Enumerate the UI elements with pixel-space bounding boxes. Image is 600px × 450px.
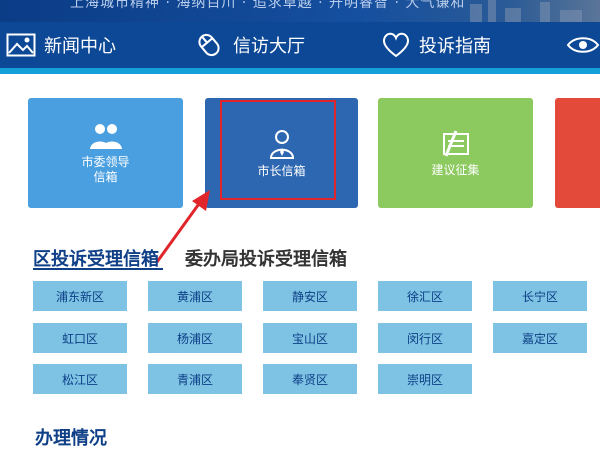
district-button-baoshan[interactable]: 宝山区 bbox=[263, 323, 357, 353]
district-button-minhang[interactable]: 闵行区 bbox=[378, 323, 472, 353]
district-button-yangpu[interactable]: 杨浦区 bbox=[148, 323, 242, 353]
header-slogan: 上海城市精神 · 海纳百川 · 追求卓越 · 开明睿智 · 大气谦和 bbox=[70, 0, 466, 11]
nav-item-label: 投诉指南 bbox=[419, 36, 491, 57]
header-banner: 上海城市精神 · 海纳百川 · 追求卓越 · 开明睿智 · 大气谦和 bbox=[0, 0, 600, 22]
skyline-building bbox=[540, 2, 550, 22]
district-button-changning[interactable]: 长宁区 bbox=[493, 281, 587, 311]
eye-icon bbox=[566, 37, 600, 53]
district-button-qingpu[interactable]: 青浦区 bbox=[148, 364, 242, 394]
tile-leaders-mailbox[interactable]: 市委领导 信箱 bbox=[28, 98, 183, 208]
tile-label: 市长信箱 bbox=[257, 163, 306, 178]
tile-suggestion-collection[interactable]: 建议征集 bbox=[378, 98, 533, 208]
tile-mayor-mailbox[interactable]: 市长信箱 bbox=[205, 98, 358, 208]
skyline-building bbox=[470, 4, 482, 22]
district-button-songjiang[interactable]: 松江区 bbox=[33, 364, 127, 394]
skyline-building bbox=[560, 10, 582, 22]
district-button-huangpu[interactable]: 黄浦区 bbox=[148, 281, 242, 311]
district-button-fengxian[interactable]: 奉贤区 bbox=[263, 364, 357, 394]
heart-icon bbox=[382, 32, 410, 58]
mayor-icon bbox=[269, 129, 294, 159]
tile-label: 建议征集 bbox=[431, 162, 480, 177]
active-section-underline bbox=[33, 268, 163, 270]
handling-status-title: 办理情况 bbox=[35, 428, 107, 449]
district-button-hongkou[interactable]: 虹口区 bbox=[33, 323, 127, 353]
nav-item-petition-hall[interactable]: 信访大厅 bbox=[193, 22, 305, 68]
image-icon bbox=[6, 33, 36, 57]
district-button-jiading[interactable]: 嘉定区 bbox=[493, 323, 587, 353]
nav-item-more[interactable] bbox=[566, 22, 600, 68]
nav-item-label: 新闻中心 bbox=[44, 36, 116, 57]
nav-item-complaint-guide[interactable]: 投诉指南 bbox=[381, 22, 491, 68]
leaders-icon bbox=[89, 124, 122, 149]
tile-partial[interactable] bbox=[555, 98, 600, 208]
tile-label: 市委领导 信箱 bbox=[81, 155, 130, 184]
nav-accent-line bbox=[0, 68, 600, 74]
district-button-xuhui[interactable]: 徐汇区 bbox=[378, 281, 472, 311]
nav-item-news[interactable]: 新闻中心 bbox=[6, 22, 116, 68]
district-button-pudong[interactable]: 浦东新区 bbox=[33, 281, 127, 311]
district-mailbox-title[interactable]: 区投诉受理信箱 bbox=[33, 249, 159, 270]
district-button-jingan[interactable]: 静安区 bbox=[263, 281, 357, 311]
nav-item-label: 信访大厅 bbox=[233, 36, 305, 57]
skyline-building bbox=[505, 8, 521, 22]
skyline-building bbox=[488, 0, 496, 22]
main-nav: 新闻中心 信访大厅 投诉指南 bbox=[0, 22, 600, 68]
bureau-mailbox-title[interactable]: 委办局投诉受理信箱 bbox=[185, 249, 347, 270]
mouse-icon bbox=[198, 33, 220, 57]
pen-paper-icon bbox=[442, 129, 469, 157]
district-button-chongming[interactable]: 崇明区 bbox=[378, 364, 472, 394]
